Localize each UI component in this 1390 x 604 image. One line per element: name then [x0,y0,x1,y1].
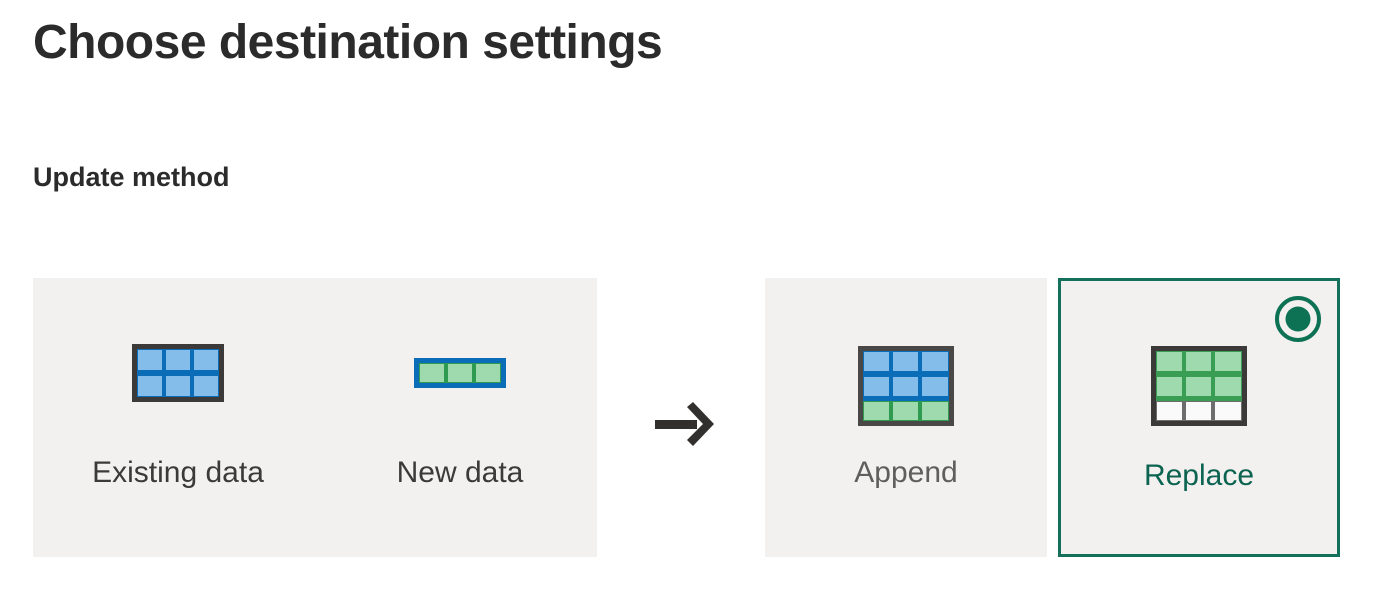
replace-label: Replace [1143,459,1255,492]
page-title: Choose destination settings [33,16,663,69]
source-item-existing-data: Existing data [33,278,323,557]
arrow-right-icon [655,402,714,446]
grid-3x2-blue-icon [132,344,224,402]
append-label: Append [854,456,958,489]
existing-data-label: Existing data [92,456,264,489]
flow-arrow-wrap [650,398,720,450]
new-data-label: New data [396,456,524,489]
section-heading-update-method: Update method [33,162,230,192]
destination-option-replace[interactable]: Replace [1058,278,1340,557]
grid-3x3-green-empty-icon [1151,346,1247,426]
grid-3x1-green-icon [414,358,506,388]
radio-selected-icon[interactable] [1275,296,1321,342]
existing-data-icon-wrap [33,338,323,408]
source-item-new-data: New data [323,278,597,557]
new-data-icon-wrap [323,338,597,408]
source-data-panel: Existing data New data [33,278,597,557]
destination-option-append[interactable]: Append [765,278,1047,557]
replace-radio-wrap[interactable] [1275,296,1321,342]
replace-icon-wrap [1061,346,1337,426]
append-icon-wrap [765,346,1047,426]
grid-3x3-blue-green-icon [858,346,954,426]
